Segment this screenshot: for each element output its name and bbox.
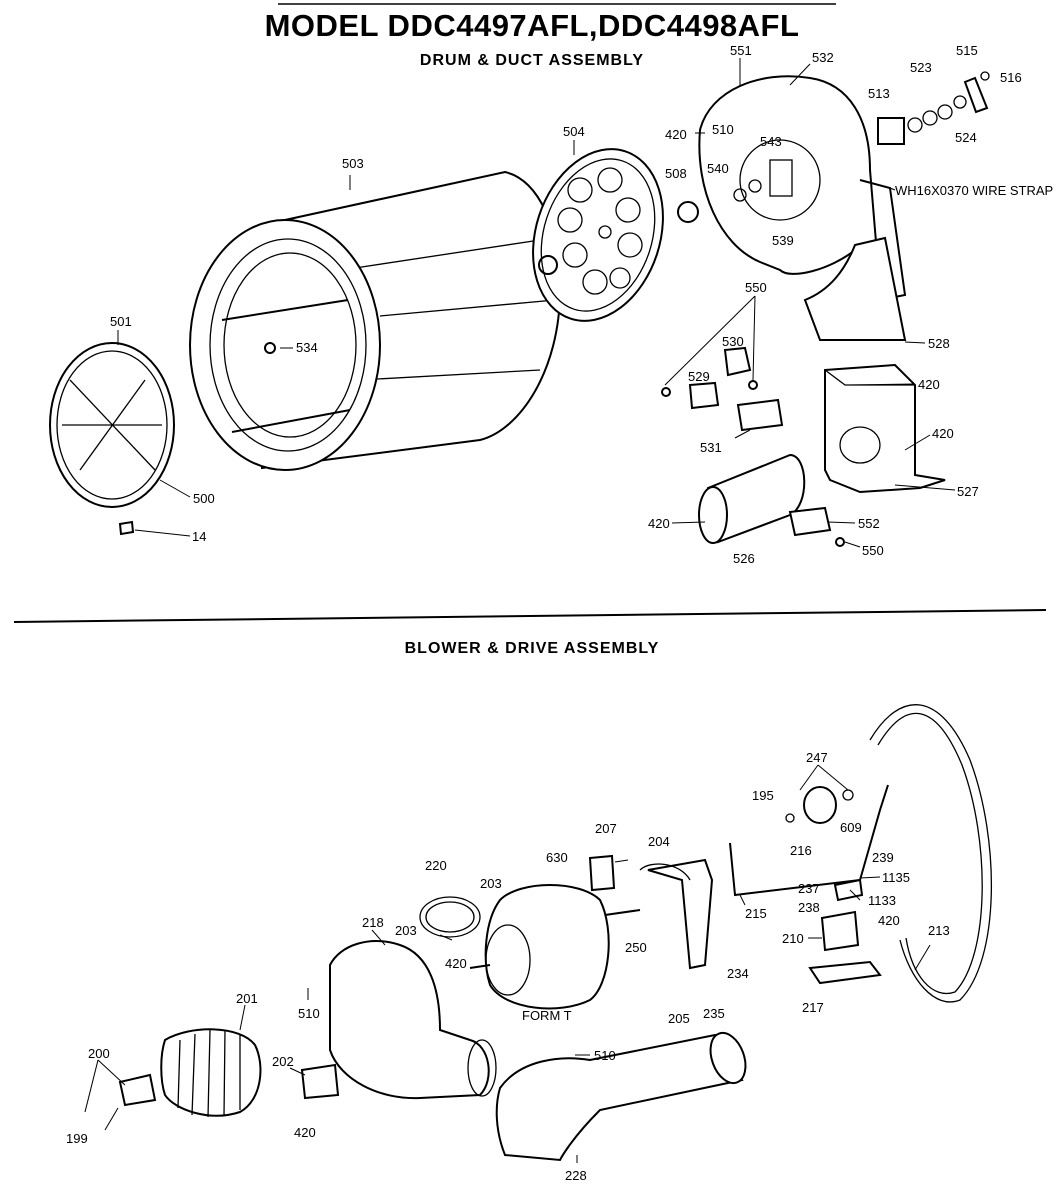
callout-201: 201 xyxy=(236,991,258,1006)
callout-550: 550 xyxy=(745,280,767,295)
drum-baffle-504 xyxy=(532,148,664,322)
callout-516: 516 xyxy=(1000,70,1022,85)
callout-420: 420 xyxy=(665,127,687,142)
callout-420-d: 420 xyxy=(648,516,670,531)
callout-420-c: 420 xyxy=(932,426,954,441)
callout-531: 531 xyxy=(700,440,722,455)
blower-drive-section-title: BLOWER & DRIVE ASSEMBLY xyxy=(404,640,660,657)
callout-1133: 1133 xyxy=(868,893,896,908)
callout-235: 235 xyxy=(703,1006,725,1021)
callout-200: 200 xyxy=(88,1046,110,1061)
callout-528: 528 xyxy=(928,336,950,351)
callout-508: 508 xyxy=(665,166,687,181)
callout-250: 250 xyxy=(625,940,647,955)
callout-526: 526 xyxy=(733,551,755,566)
callout-523: 523 xyxy=(910,60,932,75)
exhaust-duct-228 xyxy=(495,1031,747,1162)
callout-202: 202 xyxy=(272,1054,294,1069)
callout-203-b: 203 xyxy=(395,923,417,938)
callout-515: 515 xyxy=(956,43,978,58)
switch-parts-217-210 xyxy=(808,878,882,985)
leader-lines xyxy=(84,58,956,1163)
callout-420-g: 420 xyxy=(294,1125,316,1140)
callout-630: 630 xyxy=(546,850,568,865)
small-parts-top xyxy=(118,71,990,547)
heater-526 xyxy=(698,453,806,544)
callout-524: 524 xyxy=(955,130,977,145)
callout-529: 529 xyxy=(688,369,710,384)
callout-217: 217 xyxy=(802,1000,824,1015)
drum-duct-section-title: DRUM & DUCT ASSEMBLY xyxy=(419,52,645,69)
callout-551: 551 xyxy=(730,43,752,58)
callout-510: 510 xyxy=(712,122,734,137)
motor-mount-205 xyxy=(639,858,714,970)
callout-503: 503 xyxy=(342,156,364,171)
callout-510-b: 510 xyxy=(298,1006,320,1021)
callout-203: 203 xyxy=(480,876,502,891)
callout-1135: 1135 xyxy=(882,870,910,885)
callout-247: 247 xyxy=(806,750,828,765)
callout-14: 14 xyxy=(192,529,206,544)
motor-630 xyxy=(469,854,641,1010)
drum-callouts: 503 504 501 534 500 14 551 532 420 510 5… xyxy=(110,43,1053,566)
callout-199: 199 xyxy=(66,1131,88,1146)
callout-530: 530 xyxy=(722,334,744,349)
callout-213: 213 xyxy=(928,923,950,938)
callout-228: 228 xyxy=(565,1168,587,1183)
callout-220: 220 xyxy=(425,858,447,873)
callout-504: 504 xyxy=(563,124,585,139)
callout-234: 234 xyxy=(727,966,749,981)
callout-510-c: 510 xyxy=(594,1048,616,1063)
callout-539: 539 xyxy=(772,233,794,248)
callout-420-f: 420 xyxy=(445,956,467,971)
blower-callouts: 247 195 609 216 239 1135 237 238 1133 42… xyxy=(66,750,950,1183)
callout-420-e: 420 xyxy=(878,913,900,928)
callout-218: 218 xyxy=(362,915,384,930)
callout-550-b: 550 xyxy=(862,543,884,558)
callout-238: 238 xyxy=(798,900,820,915)
callout-239: 239 xyxy=(872,850,894,865)
section-divider xyxy=(13,609,1047,623)
impeller-201 xyxy=(160,1028,262,1118)
callout-534: 534 xyxy=(296,340,318,355)
callout-237: 237 xyxy=(798,881,820,896)
callout-form-t: FORM T xyxy=(522,1008,572,1023)
callout-215: 215 xyxy=(745,906,767,921)
callout-wire-strap: WH16X0370 WIRE STRAP xyxy=(895,183,1053,198)
callout-501: 501 xyxy=(110,314,132,329)
callout-609: 609 xyxy=(840,820,862,835)
drum-503 xyxy=(189,170,562,471)
callout-420-b: 420 xyxy=(918,377,940,392)
front-seal-501 xyxy=(49,342,175,508)
heater-box-527 xyxy=(824,363,946,494)
blower-housing-218 xyxy=(329,940,497,1100)
callout-205: 205 xyxy=(668,1011,690,1026)
callout-500: 500 xyxy=(193,491,215,506)
callout-543: 543 xyxy=(760,134,782,149)
callout-527: 527 xyxy=(957,484,979,499)
belt-213 xyxy=(869,704,993,1003)
callout-540: 540 xyxy=(707,161,729,176)
callout-195: 195 xyxy=(752,788,774,803)
callout-552: 552 xyxy=(858,516,880,531)
model-title: MODEL DDC4497AFL,DDC4498AFL xyxy=(264,8,800,43)
callout-207: 207 xyxy=(595,821,617,836)
callout-204: 204 xyxy=(648,834,670,849)
bracket-200-202 xyxy=(118,1063,340,1107)
callout-513: 513 xyxy=(868,86,890,101)
callout-216: 216 xyxy=(790,843,812,858)
callout-210: 210 xyxy=(782,931,804,946)
duct-528 xyxy=(803,236,907,341)
callout-532: 532 xyxy=(812,50,834,65)
motor-strap-203 xyxy=(419,896,481,938)
